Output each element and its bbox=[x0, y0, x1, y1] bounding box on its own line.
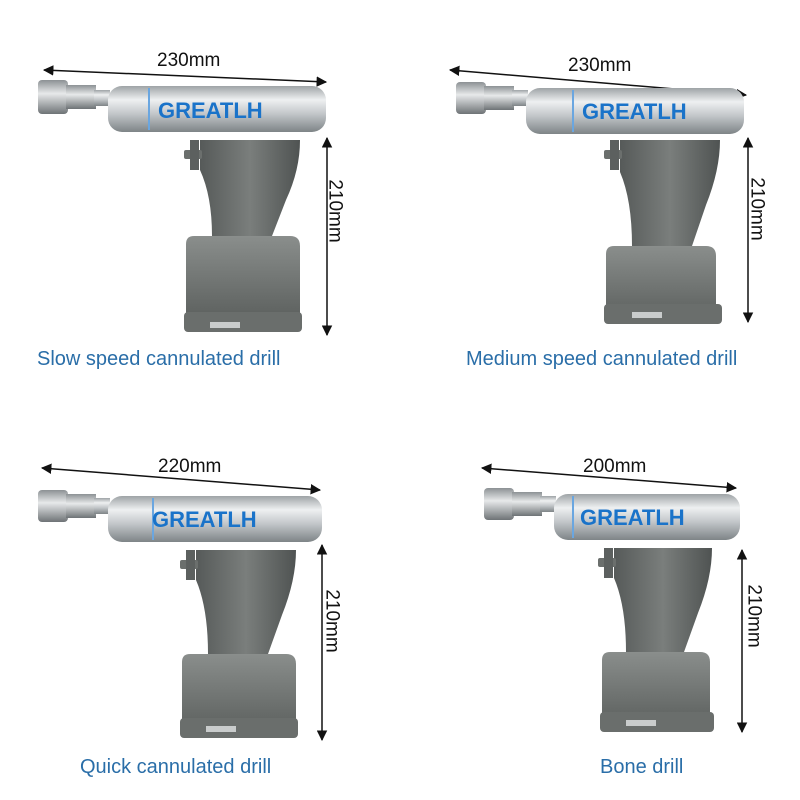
height-label: 210mm bbox=[321, 589, 343, 653]
drill-image: GREATLH bbox=[480, 463, 748, 734]
height-label: 210mm bbox=[746, 177, 768, 241]
brand-logo: GREATLH bbox=[152, 507, 257, 532]
width-dimension-arrow bbox=[42, 65, 328, 87]
width-dimension-arrow bbox=[40, 463, 322, 495]
width-label: 230mm bbox=[157, 50, 221, 71]
height-label: 210mm bbox=[743, 584, 765, 648]
product-panel-3: GREATLH 220mm 210mm Quick cannulated dri… bbox=[0, 400, 400, 800]
product-caption: Quick cannulated drill bbox=[80, 756, 272, 778]
width-dimension-arrow bbox=[480, 463, 738, 493]
drill-image: GREATLH bbox=[38, 65, 333, 337]
brand-logo: GREATLH bbox=[580, 505, 685, 530]
brand-logo: GREATLH bbox=[582, 99, 687, 124]
width-label: 220mm bbox=[158, 456, 222, 477]
product-caption: Slow speed cannulated drill bbox=[37, 348, 281, 370]
width-label: 200mm bbox=[583, 456, 647, 477]
product-panel-1: GREATLH 230mm 210mm Slow speed cannulate… bbox=[0, 0, 400, 400]
drill-image: GREATLH bbox=[448, 65, 754, 324]
height-label: 210mm bbox=[324, 179, 346, 243]
product-caption: Bone drill bbox=[600, 756, 684, 778]
product-panel-4: GREATLH 200mm 210mm Bone drill bbox=[400, 400, 800, 800]
width-label: 230mm bbox=[568, 55, 632, 76]
product-panel-2: GREATLH 230mm 210mm Medium speed cannula… bbox=[400, 0, 800, 400]
product-caption: Medium speed cannulated drill bbox=[466, 348, 738, 370]
drill-image: GREATLH bbox=[38, 463, 328, 742]
brand-logo: GREATLH bbox=[158, 98, 263, 123]
